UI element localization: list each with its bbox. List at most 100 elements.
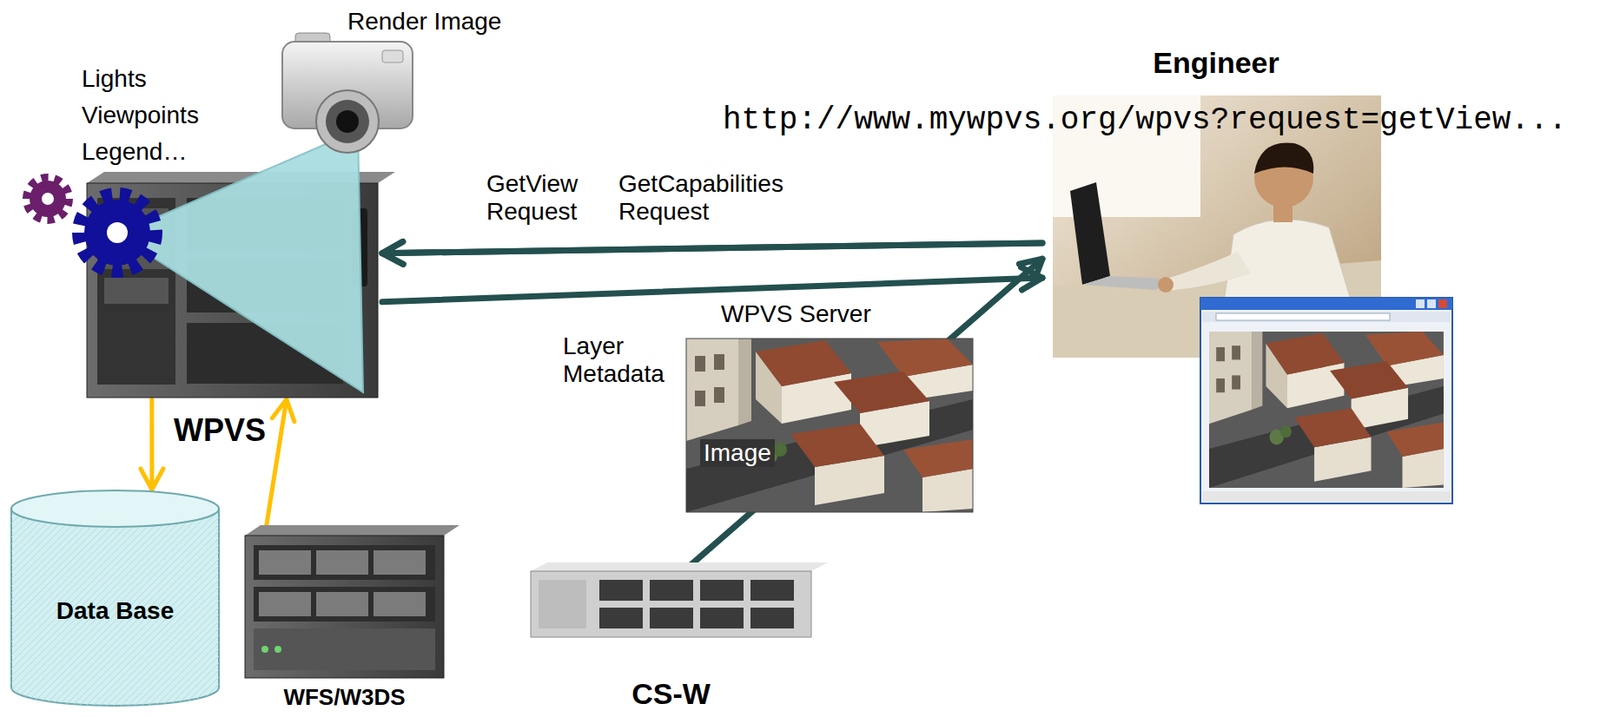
- actor-label: Engineer: [1152, 45, 1279, 80]
- engineer-photo: [1157, 277, 1174, 293]
- flow-arrow: [683, 258, 1043, 572]
- csw-server-picture: [649, 580, 694, 602]
- csw-server-picture: [599, 580, 643, 602]
- csw-server-picture: [530, 562, 828, 638]
- arrow-head: [382, 241, 404, 265]
- csw-server: CS-W: [530, 571, 812, 638]
- csw-server-picture: [538, 580, 587, 629]
- csw-server-picture: [700, 608, 744, 629]
- flow-arrow: [382, 241, 1043, 265]
- edge-label: GetView Request: [486, 170, 600, 226]
- parameter-list: Lights Viewpoints Legend…: [81, 60, 230, 171]
- engineer-photo: [1254, 142, 1314, 174]
- flow-arrow: [264, 399, 295, 536]
- wfs-server-picture: [316, 592, 369, 617]
- gear-icon: [41, 192, 54, 205]
- gear-icon: [26, 178, 156, 272]
- engineer-photo: [1163, 251, 1251, 291]
- edge-label-box: GetView Request: [486, 170, 600, 226]
- arrow-head: [140, 469, 164, 490]
- browser-window: [1200, 297, 1453, 504]
- edge-label: GetCapabilities Request: [618, 170, 797, 226]
- arrow-line: [264, 399, 287, 536]
- arrow-head: [271, 399, 295, 423]
- browser-window: [1202, 491, 1451, 503]
- camera-icon: [325, 99, 370, 144]
- flow-arrow: [140, 399, 164, 490]
- arrow-line: [382, 243, 1043, 254]
- wfs-server-picture: [258, 550, 311, 576]
- csw-server-picture: [649, 608, 694, 629]
- camera-icon: [316, 90, 379, 153]
- wfs-server-picture: [244, 525, 460, 536]
- wpvs-server: WPVS: [86, 178, 383, 400]
- server-label: WFS/W3DS: [283, 684, 405, 711]
- wfs-server-picture: [244, 525, 460, 679]
- arrow-line: [149, 399, 154, 490]
- wpvs-rack: [104, 277, 169, 305]
- arrow-line: [382, 243, 1043, 254]
- flow-arrow: [382, 241, 1043, 265]
- arrow-line: [683, 258, 1043, 572]
- server-label: CS-W: [631, 677, 711, 711]
- gear-icon: [106, 222, 128, 244]
- edge-label-box: Layer Metadata: [562, 332, 676, 389]
- database-label-box: Data Base: [56, 596, 174, 627]
- browser-window: [1438, 299, 1448, 309]
- wfs-server-picture: [253, 587, 436, 622]
- engineer-photo: [1070, 182, 1111, 285]
- browser-window: [1427, 299, 1436, 309]
- csw-server-picture: [750, 580, 794, 602]
- rendered-image: [686, 338, 973, 513]
- server-label-box: WFS/W3DS: [244, 684, 444, 711]
- browser-window: [1200, 297, 1453, 311]
- arrow-head: [1018, 258, 1043, 282]
- image-caption-box: Image: [700, 439, 775, 468]
- engineer-client: Engineer: [1042, 43, 1390, 361]
- actor-label-box: Engineer: [1042, 45, 1390, 80]
- wfs-server-picture: [274, 646, 282, 654]
- server-label-box: CS-W: [530, 677, 812, 711]
- camera-icon: [282, 33, 413, 153]
- camera-icon: [382, 50, 404, 63]
- csw-server-picture: [530, 562, 828, 572]
- csw-server-picture: [599, 608, 643, 629]
- edge-label-box: GetCapabilities Request: [618, 170, 797, 226]
- browser-window: [1415, 299, 1425, 309]
- rendered-image: [686, 338, 973, 513]
- server-label-box: WPVS: [173, 412, 266, 450]
- browser-window: [1209, 331, 1444, 489]
- wfs-server-picture: [316, 550, 369, 576]
- browser-window: [1200, 297, 1453, 504]
- browser-window: [1216, 313, 1390, 321]
- gear-icon: [26, 178, 69, 220]
- database-label: Data Base: [56, 596, 174, 627]
- server-label: WPVS: [173, 412, 266, 450]
- wfs-server-picture: [373, 592, 426, 617]
- browser-window: [1202, 311, 1451, 323]
- flow-arrow: [382, 267, 1043, 303]
- parameter-list-box: Lights Viewpoints Legend…: [81, 60, 230, 171]
- wfs-server-picture: [253, 628, 436, 671]
- gear-icon: [29, 180, 67, 218]
- csw-server-picture: [530, 571, 812, 638]
- csw-server-picture: [700, 580, 744, 602]
- server-caption-box: WPVS Server: [720, 300, 872, 329]
- caption-label: Render Image: [347, 6, 502, 37]
- caption-label-box: Render Image: [347, 6, 502, 37]
- server-caption: WPVS Server: [720, 300, 872, 329]
- wfs-server-picture: [253, 545, 436, 581]
- view-frustum: [117, 130, 364, 393]
- database-cylinder: Data Base: [10, 489, 220, 708]
- edge-label: Layer Metadata: [562, 332, 676, 389]
- image-caption: Image: [700, 439, 775, 468]
- request-url: http://www.mywpvs.org/wpvs?request=getVi…: [722, 102, 1567, 139]
- gear-icon: [84, 199, 151, 266]
- arrow-line: [382, 277, 1043, 303]
- rendered-image: [686, 338, 973, 513]
- request-url-box: http://www.mywpvs.org/wpvs?request=getVi…: [722, 102, 1567, 139]
- wfs-server-picture: [373, 550, 426, 576]
- wfs-server-picture: [258, 592, 311, 617]
